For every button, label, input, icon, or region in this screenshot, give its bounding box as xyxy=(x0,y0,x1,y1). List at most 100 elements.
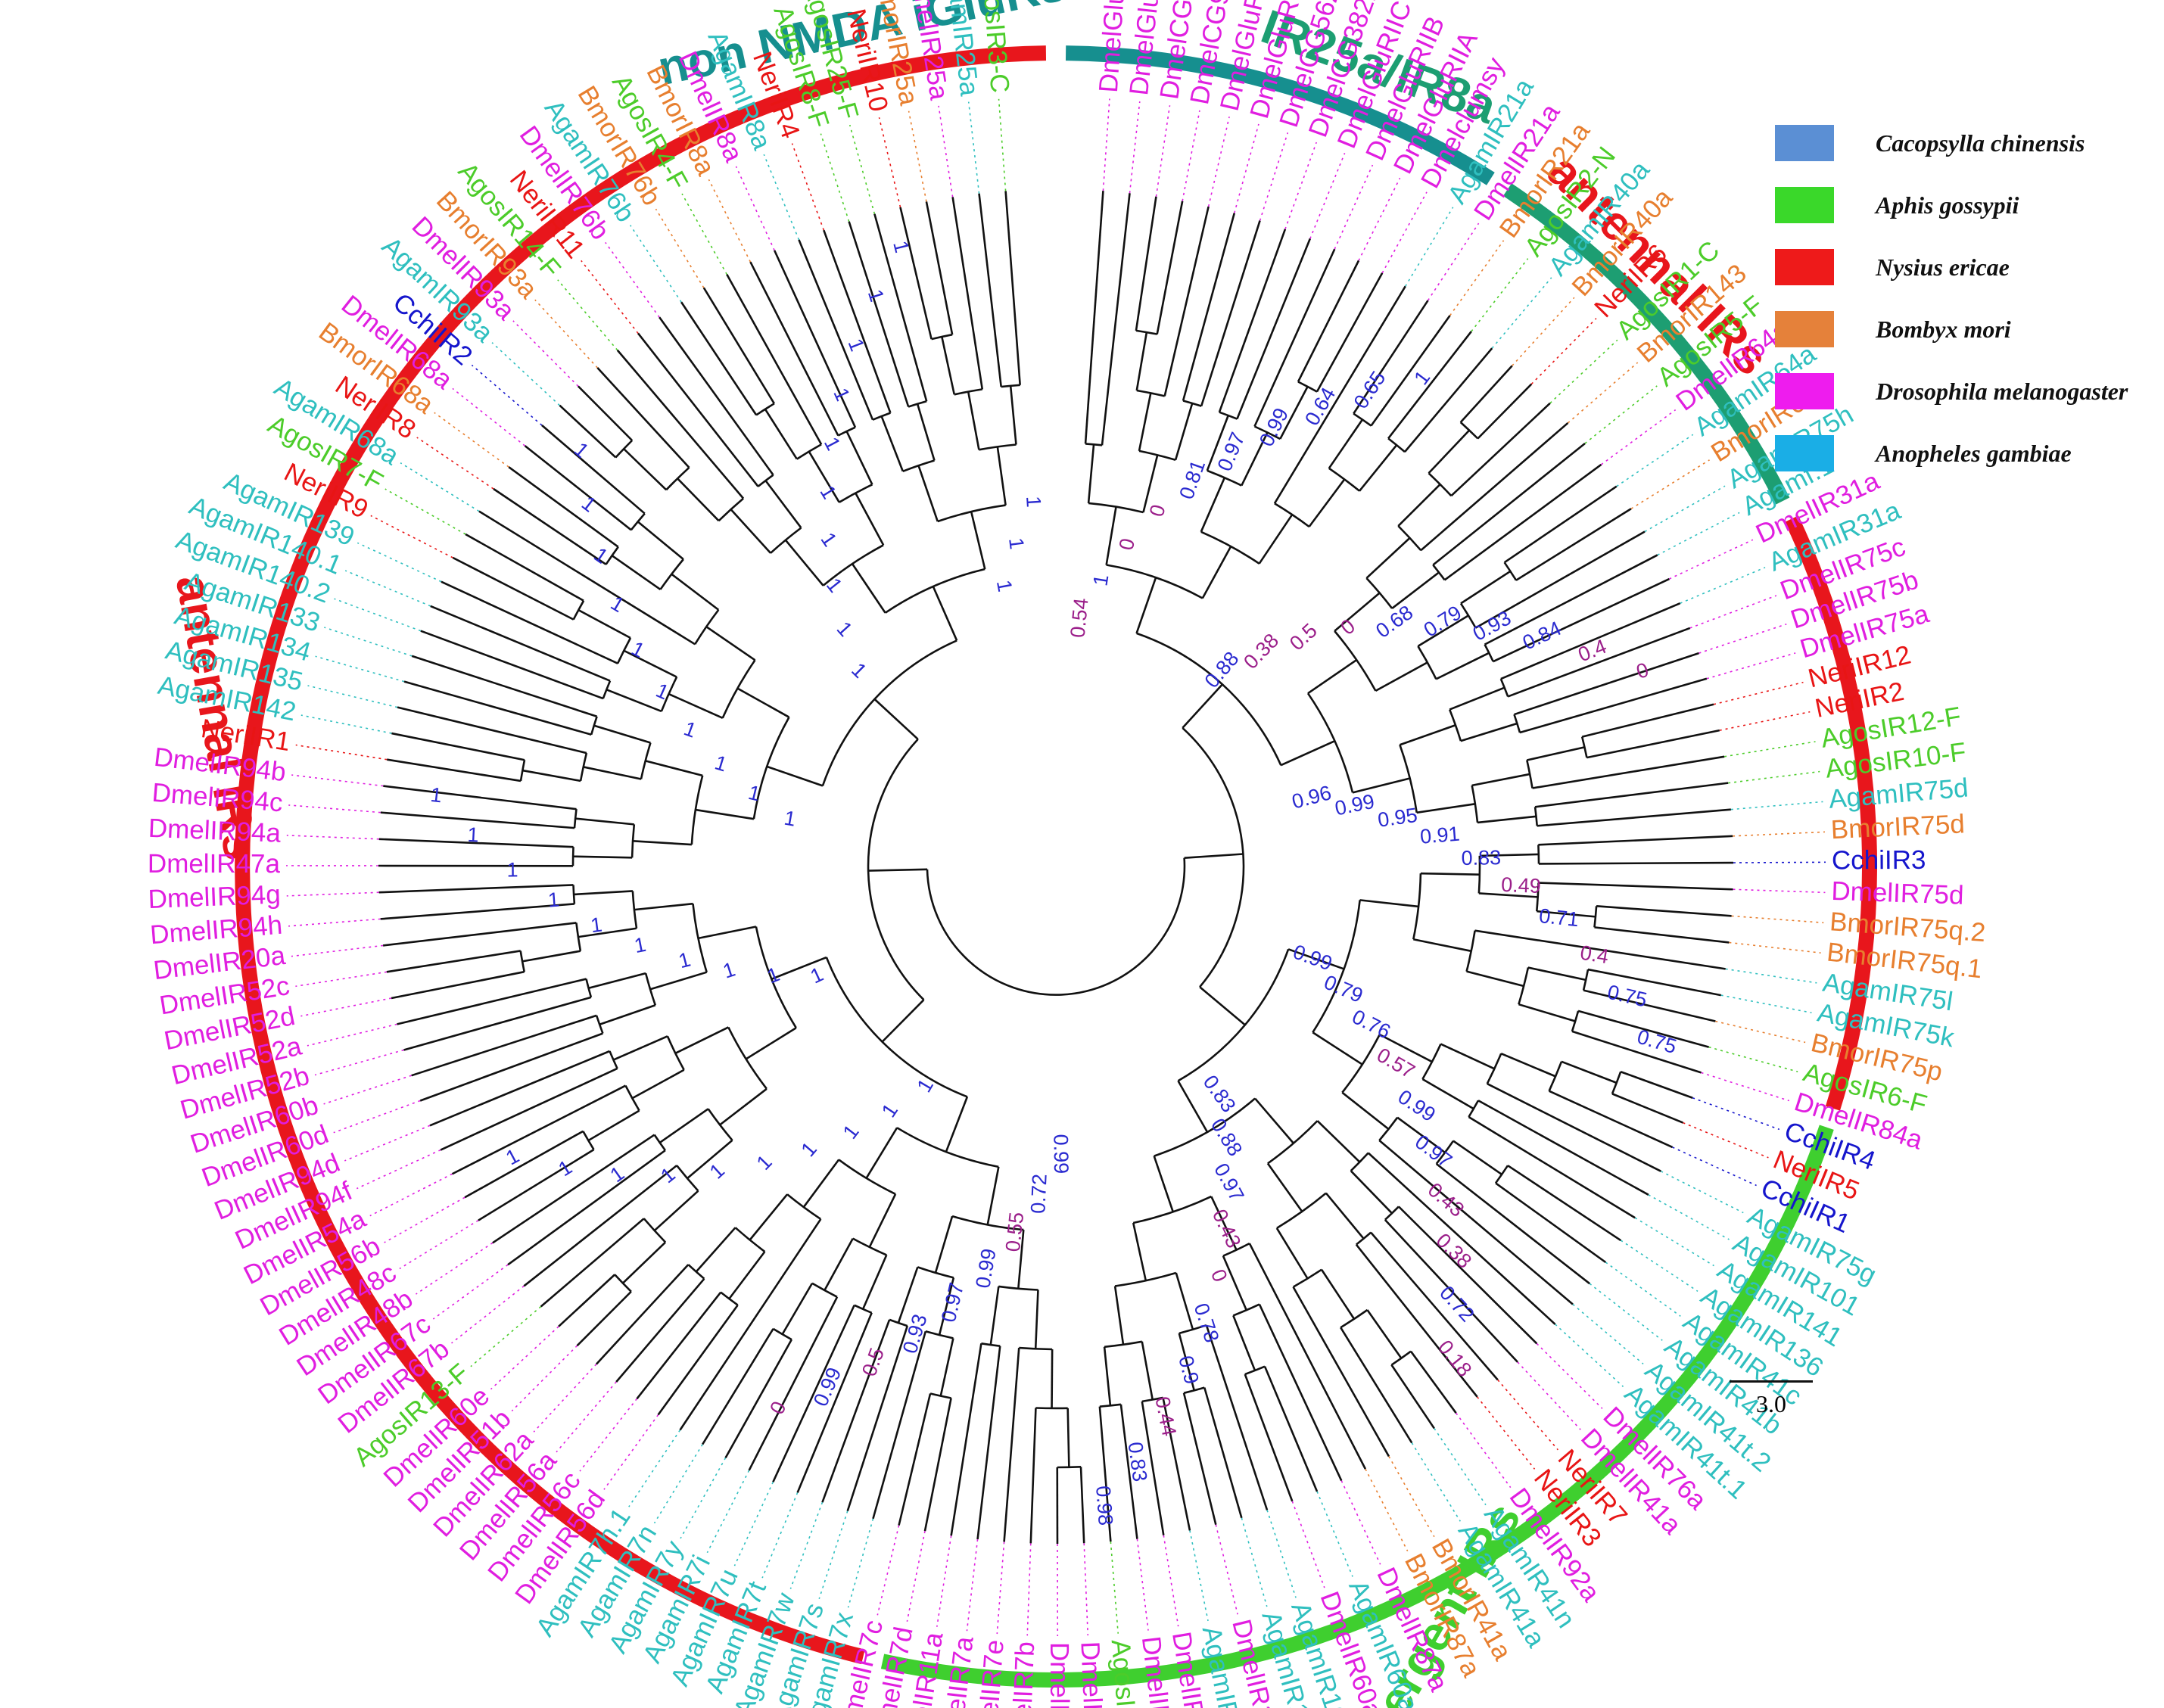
support-value: 0.88 xyxy=(1207,1115,1247,1160)
branch xyxy=(606,689,662,713)
tip-guide-line xyxy=(789,1501,824,1589)
tip-guide-line xyxy=(334,598,422,632)
branch xyxy=(464,1130,584,1199)
branch xyxy=(923,1398,952,1532)
branch-arc xyxy=(644,972,657,1006)
tip-guide-line xyxy=(288,804,381,814)
branch xyxy=(1495,1182,1607,1264)
branch xyxy=(824,1237,854,1291)
branch-arc xyxy=(643,1218,667,1243)
support-value: 1 xyxy=(844,335,869,354)
branch xyxy=(382,922,577,947)
branch xyxy=(967,391,980,450)
support-value: 1 xyxy=(816,528,841,551)
branch xyxy=(1184,853,1244,859)
clade-arcs xyxy=(235,45,1878,1688)
branch xyxy=(1135,331,1148,391)
branch xyxy=(976,1346,1001,1540)
tip-guide-line xyxy=(1129,101,1141,194)
branch xyxy=(1378,1139,1574,1305)
tip-guide-line xyxy=(1567,362,1639,424)
legend-label: Bombyx mori xyxy=(1876,315,2011,343)
tip-guide-line xyxy=(1434,1427,1487,1506)
tip-guide-line xyxy=(286,891,379,897)
branch xyxy=(1066,1408,1070,1467)
branch xyxy=(861,1254,888,1310)
branch xyxy=(1370,315,1451,427)
branch xyxy=(1292,1286,1390,1458)
tip-guide-line xyxy=(1733,831,1826,837)
branch xyxy=(1527,746,1585,761)
branch-arc xyxy=(811,1282,838,1298)
branch xyxy=(898,1393,932,1526)
branch xyxy=(1325,1192,1365,1240)
tip-guide-line xyxy=(1026,1543,1032,1636)
branch xyxy=(1258,1304,1343,1482)
tip-guide-line xyxy=(533,1364,597,1433)
branch-arc xyxy=(1582,969,1590,991)
support-value: 0 xyxy=(1207,1266,1231,1285)
branch-arc xyxy=(1465,930,1476,972)
branch xyxy=(576,1290,632,1347)
branch xyxy=(1222,1255,1247,1311)
support-value: 0.44 xyxy=(1151,1395,1181,1438)
branch xyxy=(573,855,633,859)
branch xyxy=(1435,652,1490,680)
tip-guide-line xyxy=(761,1492,799,1579)
support-value: 0.65 xyxy=(1350,367,1390,412)
branch xyxy=(730,509,772,554)
branch xyxy=(932,586,958,641)
branch xyxy=(1387,331,1472,440)
branch-arc xyxy=(1421,1044,1442,1080)
tip-guide-line xyxy=(295,744,388,761)
branch-arc xyxy=(585,978,593,998)
tree-branches xyxy=(378,191,1733,1545)
tip-guide-line xyxy=(818,1510,848,1599)
branch xyxy=(596,367,690,468)
branch xyxy=(726,274,823,445)
branch xyxy=(1051,1349,1054,1408)
branch-arc xyxy=(1232,1303,1260,1317)
branch xyxy=(1087,444,1095,504)
branch-arc xyxy=(1459,422,1479,440)
tip-guide-line xyxy=(1589,1283,1663,1341)
branch xyxy=(1162,1397,1191,1531)
branch xyxy=(478,510,696,646)
tip-label: DmelIR7b xyxy=(1006,1641,1040,1708)
branch xyxy=(925,201,954,335)
branch xyxy=(766,765,824,787)
branch xyxy=(823,229,892,414)
branch xyxy=(989,1286,1000,1346)
branch xyxy=(1103,1346,1112,1406)
branch-arc xyxy=(954,388,983,396)
tip-guide-line xyxy=(1669,539,1754,580)
branch xyxy=(1477,815,1537,824)
support-value: 1 xyxy=(720,958,738,983)
branch-arc xyxy=(590,716,598,736)
branch xyxy=(1101,193,1131,446)
branch xyxy=(595,1264,690,1365)
tip-guide-line xyxy=(1365,1468,1409,1552)
branch xyxy=(1113,1286,1125,1345)
branch-arc xyxy=(1378,1116,1399,1141)
tip-guide-line xyxy=(1648,1194,1730,1240)
branch-arc xyxy=(1499,678,1509,697)
branch xyxy=(1611,1093,1683,1124)
legend-item-cacopsylla: Cacopsylla chinensis xyxy=(1775,112,2153,174)
branch xyxy=(1236,238,1312,420)
branch xyxy=(1201,546,1232,599)
support-value: 0.57 xyxy=(1373,1044,1419,1083)
tip-guide-line xyxy=(315,655,405,683)
branch xyxy=(1153,1156,1175,1212)
legend-swatch xyxy=(1775,249,1834,285)
branch xyxy=(1366,1309,1403,1359)
tip-guide-line xyxy=(557,279,618,351)
branch xyxy=(451,1084,627,1175)
branch xyxy=(917,465,939,522)
branch xyxy=(1297,260,1360,383)
branch-arc xyxy=(1183,1386,1205,1395)
branch xyxy=(1206,415,1229,471)
branch xyxy=(1248,1243,1367,1470)
branch xyxy=(391,732,525,761)
branch xyxy=(1515,508,1632,581)
